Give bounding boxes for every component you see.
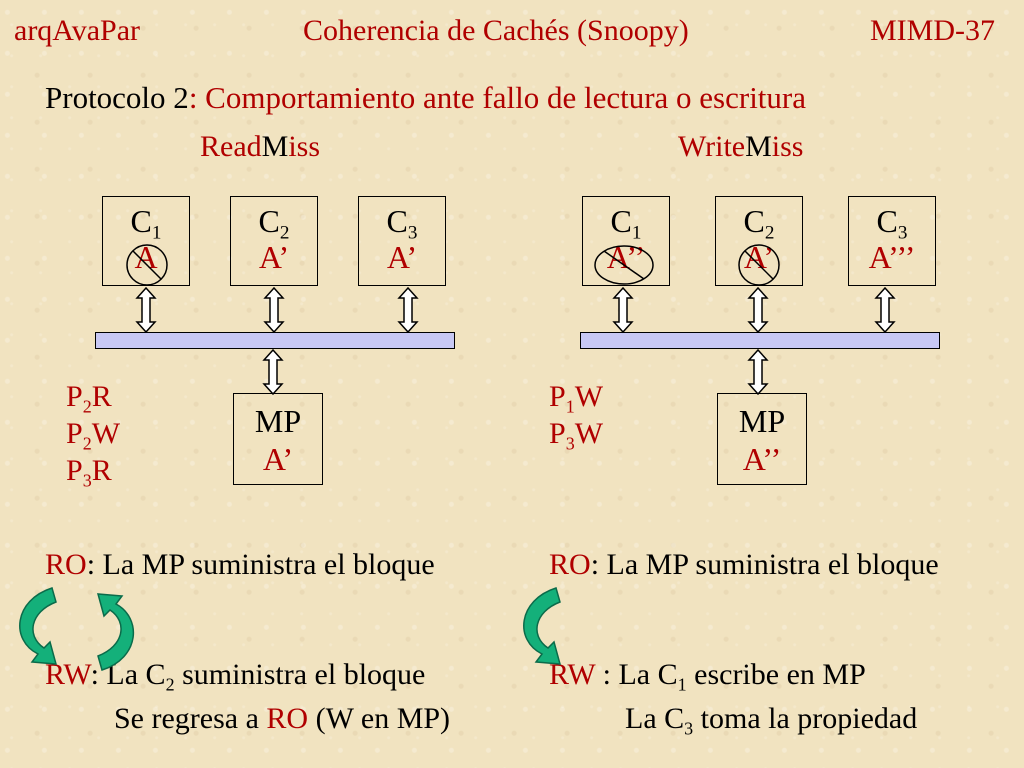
read-cycle-up-arrow xyxy=(96,593,135,671)
read-rw-note: Se regresa a RO (W en MP) xyxy=(114,702,451,735)
write-bus-mp-arrow xyxy=(748,349,768,395)
read-cache-1-invalid-mark xyxy=(126,244,168,286)
write-ro-description: RO: La MP suministra el bloque xyxy=(549,548,939,581)
read-cache-2-bus-arrow xyxy=(264,287,284,333)
write-bus xyxy=(580,332,940,349)
write-cache-1-bus-arrow xyxy=(613,287,633,333)
write-rw-description: RW : La C1 escribe en MP xyxy=(549,658,866,695)
read-ops-list: P2R P2W P3R xyxy=(66,378,120,489)
write-cache-2-invalid-mark xyxy=(738,244,780,286)
subtitle-lead: Protocolo 2 xyxy=(45,80,189,115)
read-bus-mp-arrow xyxy=(263,349,283,395)
read-op-2: P2W xyxy=(66,417,121,454)
read-bus xyxy=(95,332,455,349)
write-ops-list: P1W P3W xyxy=(549,378,603,452)
header-right: MIMD-37 xyxy=(870,14,995,47)
write-op-1: P1W xyxy=(549,380,604,417)
header-title: Coherencia de Cachés (Snoopy) xyxy=(303,14,689,47)
read-cache-3-bus-arrow xyxy=(398,287,418,333)
read-rw-description: RW: La C2 suministra el bloque xyxy=(45,658,426,695)
page-title: Protocolo 2: Comportamiento ante fallo d… xyxy=(45,80,806,116)
read-op-1: P2R xyxy=(66,380,112,417)
read-op-3: P3R xyxy=(66,454,112,491)
write-cache-1-invalid-mark xyxy=(594,245,654,285)
read-miss-label: ReadMiss xyxy=(200,130,321,163)
write-cache-3-bus-arrow xyxy=(875,287,895,333)
read-ro-description: RO: La MP suministra el bloque xyxy=(45,548,435,581)
read-cycle-down-arrow xyxy=(19,587,58,665)
subtitle-rest: : Comportamiento ante fallo de lectura o… xyxy=(188,80,806,115)
write-cycle-down-arrow xyxy=(523,587,562,665)
write-miss-label: WriteMiss xyxy=(678,130,804,163)
write-op-2: P3W xyxy=(549,417,604,454)
write-rw-note: La C3 toma la propiedad xyxy=(625,702,918,739)
read-cache-1-bus-arrow xyxy=(136,287,156,333)
write-cache-2-bus-arrow xyxy=(748,287,768,333)
header-left: arqAvaPar xyxy=(14,14,141,47)
